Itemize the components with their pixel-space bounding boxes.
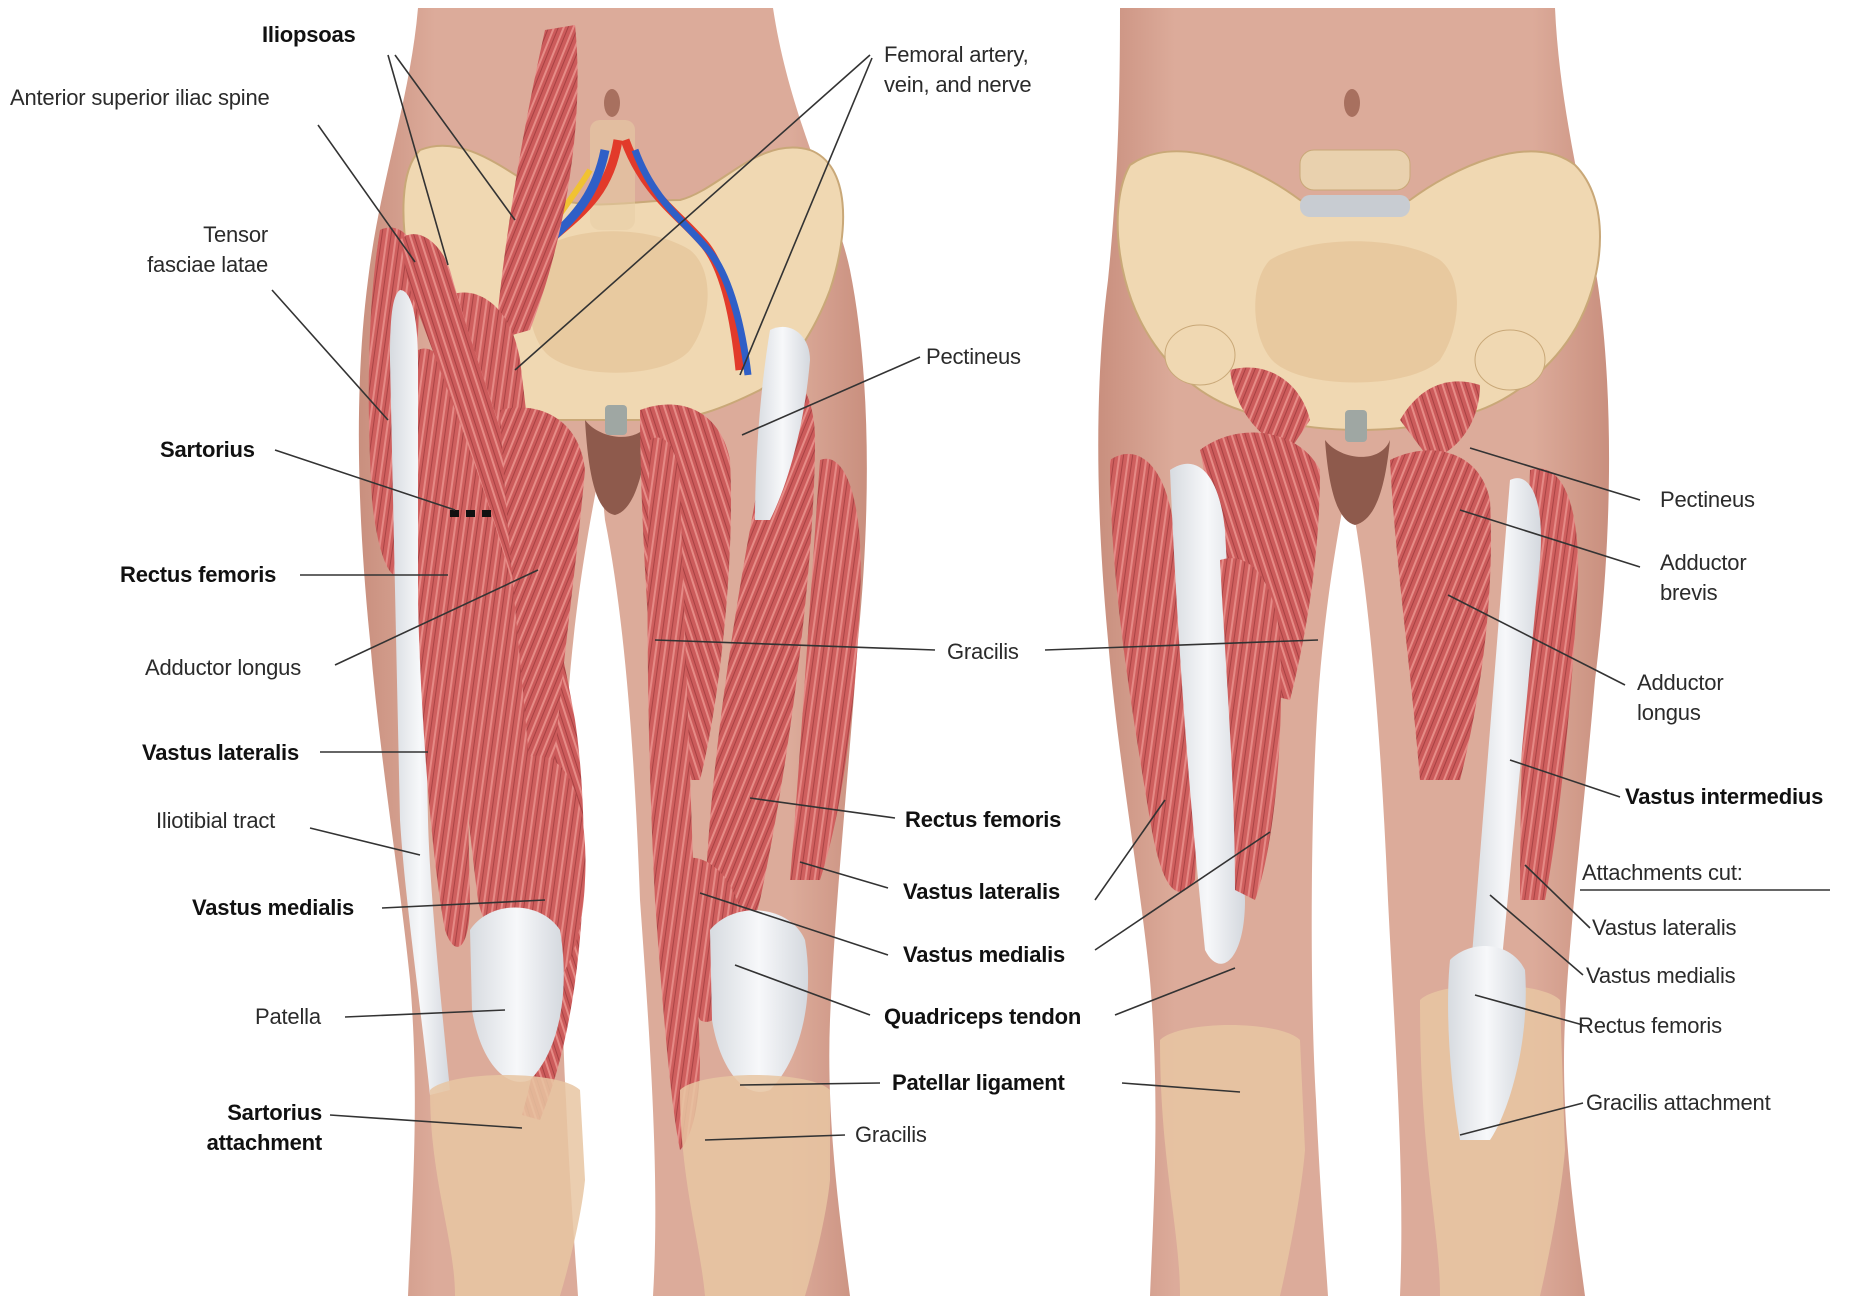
right-pubic-symphysis <box>1345 410 1367 442</box>
label-adductor-longus-left: Adductor longus <box>145 653 301 683</box>
label-adductor-brevis-line-1: Adductor <box>1660 548 1746 578</box>
label-tfl-line-2: fasciae latae <box>110 250 268 280</box>
label-cut-vastus-lateralis: Vastus lateralis <box>1592 913 1736 943</box>
label-sartorius-attachment-line-2: attachment <box>150 1128 322 1158</box>
right-pelvis-inner <box>1255 241 1457 382</box>
label-gracilis-attachment: Gracilis attachment <box>1586 1088 1771 1118</box>
label-femoral-line-1: Femoral artery, <box>884 40 1031 70</box>
label-vastus-intermedius: Vastus intermedius <box>1625 782 1823 812</box>
label-rectus-femoris-center: Rectus femoris <box>905 805 1061 835</box>
right-fig-left-knee <box>1160 1025 1305 1296</box>
label-tfl-line-1: Tensor <box>110 220 268 250</box>
right-navel <box>1344 89 1360 117</box>
left-knee-bones <box>430 1075 585 1296</box>
label-patella: Patella <box>255 1002 321 1032</box>
label-anterior-superior-iliac-spine: Anterior superior iliac spine <box>10 83 270 113</box>
left-navel <box>604 89 620 117</box>
label-cut-rectus-femoris: Rectus femoris <box>1578 1011 1722 1041</box>
label-adductor-longus-right: Adductor longus <box>1637 668 1723 728</box>
center-knee-bones <box>680 1075 830 1296</box>
label-adductor-brevis-line-2: brevis <box>1660 578 1746 608</box>
right-femoral-head-left <box>1165 325 1235 385</box>
left-pelvis-inner <box>528 231 708 373</box>
label-femoral-line-2: vein, and nerve <box>884 70 1031 100</box>
label-pectineus-right: Pectineus <box>1660 485 1755 515</box>
label-iliopsoas: Iliopsoas <box>262 20 356 50</box>
label-pectineus-center: Pectineus <box>926 342 1021 372</box>
label-sartorius-attachment-line-1: Sartorius <box>150 1098 322 1128</box>
label-adductor-longus-right-line-2: longus <box>1637 698 1723 728</box>
right-figure <box>1098 8 1609 1296</box>
right-vertebra-1 <box>1300 150 1410 190</box>
label-tensor-fasciae-latae: Tensor fasciae latae <box>110 220 268 280</box>
label-vastus-medialis-center: Vastus medialis <box>903 940 1065 970</box>
label-vastus-lateralis-left: Vastus lateralis <box>142 738 299 768</box>
right-vertebra-2 <box>1300 195 1410 217</box>
label-quadriceps-tendon: Quadriceps tendon <box>884 1002 1081 1032</box>
label-sartorius-attachment: Sartorius attachment <box>150 1098 322 1158</box>
label-attachments-cut: Attachments cut: <box>1582 858 1743 888</box>
label-femoral-vessels: Femoral artery, vein, and nerve <box>884 40 1031 100</box>
right-femoral-head-right <box>1475 330 1545 390</box>
label-sartorius: Sartorius <box>160 435 255 465</box>
label-adductor-brevis: Adductor brevis <box>1660 548 1746 608</box>
label-gracilis-center: Gracilis <box>947 637 1019 667</box>
label-rectus-femoris-left: Rectus femoris <box>120 560 276 590</box>
left-pubic-symphysis <box>605 405 627 435</box>
label-vastus-lateralis-center: Vastus lateralis <box>903 877 1060 907</box>
sartorius-dotted-marker <box>450 510 491 517</box>
label-vastus-medialis-left: Vastus medialis <box>192 893 354 923</box>
label-gracilis-bottom: Gracilis <box>855 1120 927 1150</box>
label-adductor-longus-right-line-1: Adductor <box>1637 668 1723 698</box>
left-figure <box>359 8 867 1296</box>
label-iliotibial-tract: Iliotibial tract <box>156 806 275 836</box>
label-patellar-ligament: Patellar ligament <box>892 1068 1065 1098</box>
label-cut-vastus-medialis: Vastus medialis <box>1586 961 1735 991</box>
